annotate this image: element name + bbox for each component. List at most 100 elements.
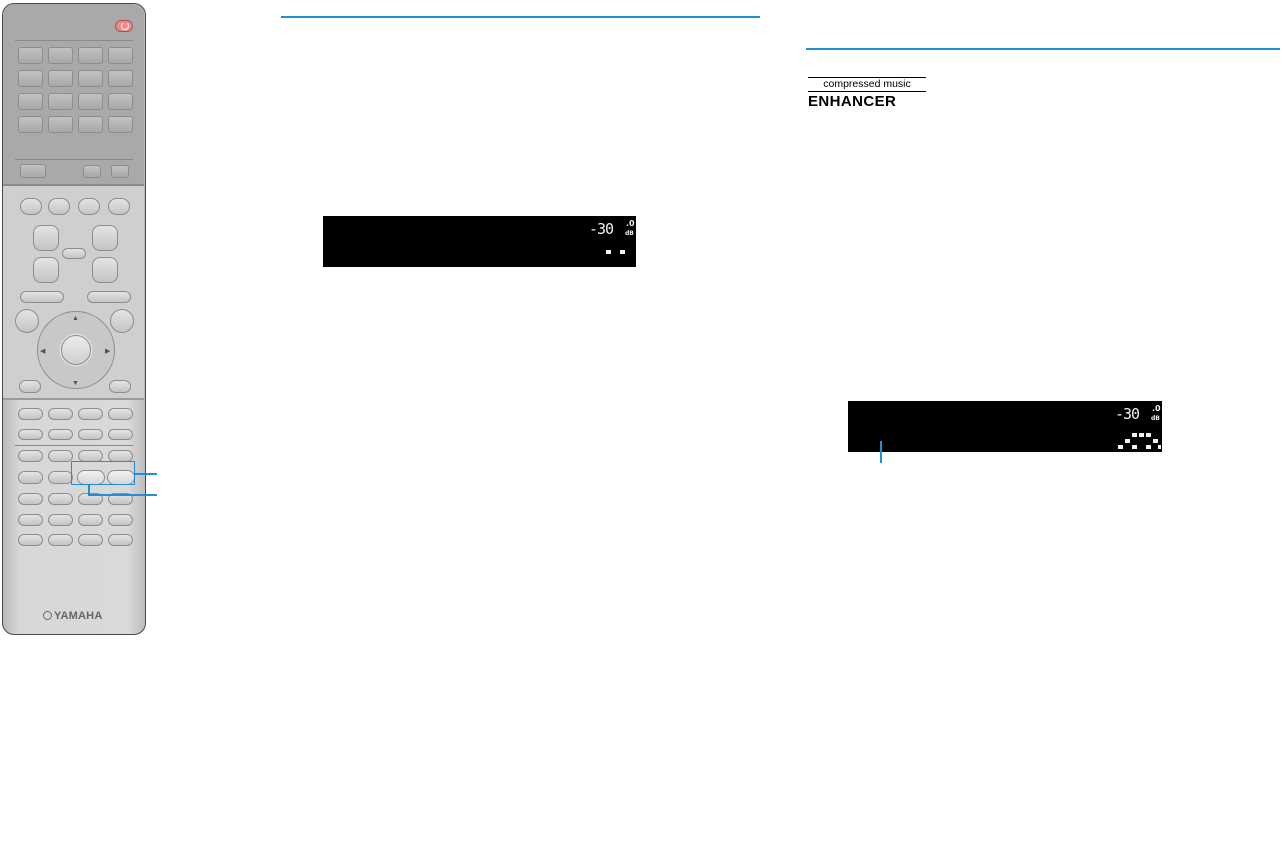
divider bbox=[15, 159, 133, 160]
enhancer-indicator-dot bbox=[1118, 445, 1123, 449]
indicator-dot bbox=[620, 250, 625, 254]
sound-program-button[interactable] bbox=[48, 450, 73, 462]
volume-unit: dB bbox=[1151, 415, 1160, 422]
remote-control: ▲ ▼ ◀ ▶ YAMAHA bbox=[2, 3, 146, 635]
pause-button[interactable] bbox=[78, 408, 103, 420]
callout-line-straight bbox=[134, 473, 157, 475]
transport-button[interactable] bbox=[18, 408, 43, 420]
enhancer-indicator-dot bbox=[1146, 445, 1151, 449]
numeric-button[interactable] bbox=[18, 514, 43, 526]
play-button[interactable] bbox=[108, 408, 133, 420]
cursor-right-icon: ▶ bbox=[105, 348, 111, 355]
mute-button[interactable] bbox=[62, 248, 86, 259]
input-button[interactable] bbox=[78, 93, 103, 110]
volume-unit: dB bbox=[625, 230, 634, 237]
power-button[interactable] bbox=[115, 20, 133, 32]
zone-switch[interactable] bbox=[20, 164, 46, 178]
yamaha-emblem-icon bbox=[43, 611, 52, 620]
volume-readout: -30 bbox=[589, 220, 614, 238]
numeric-button[interactable] bbox=[48, 534, 73, 546]
cursor-up-icon: ▲ bbox=[72, 315, 79, 322]
input-button[interactable] bbox=[78, 47, 103, 64]
return-button[interactable] bbox=[19, 380, 41, 393]
input-button[interactable] bbox=[108, 116, 133, 133]
enhancer-indicator-dot bbox=[1153, 439, 1158, 443]
volume-decimal: .0 bbox=[626, 219, 635, 228]
enhancer-indicator-dot bbox=[1132, 433, 1137, 437]
section-rule-right bbox=[806, 48, 1280, 50]
numeric-button[interactable] bbox=[18, 534, 43, 546]
cursor-down-icon: ▼ bbox=[72, 380, 79, 387]
callout-box bbox=[71, 461, 135, 485]
program-down-button[interactable] bbox=[33, 257, 59, 283]
input-button[interactable] bbox=[18, 47, 43, 64]
top-menu-button[interactable] bbox=[15, 309, 39, 333]
divider bbox=[15, 40, 133, 41]
input-button[interactable] bbox=[18, 93, 43, 110]
enter-button[interactable] bbox=[61, 335, 91, 365]
power-icon bbox=[121, 22, 129, 30]
enhancer-indicator-dot bbox=[1146, 433, 1151, 437]
input-button[interactable] bbox=[48, 93, 73, 110]
scene-button[interactable] bbox=[83, 165, 101, 178]
skip-back-button[interactable] bbox=[78, 429, 103, 440]
scene-button[interactable] bbox=[111, 165, 129, 178]
logo-top-line: compressed music bbox=[808, 77, 926, 92]
numeric-button[interactable] bbox=[18, 493, 43, 505]
input-button[interactable] bbox=[18, 116, 43, 133]
input-button[interactable] bbox=[48, 47, 73, 64]
input-button[interactable] bbox=[108, 70, 133, 87]
front-display-enhancer: -30 .0 dB bbox=[848, 401, 1162, 452]
numeric-button[interactable] bbox=[108, 514, 133, 526]
function-button[interactable] bbox=[48, 198, 70, 215]
setup-button[interactable] bbox=[87, 291, 131, 303]
enhancer-callout-leader bbox=[880, 441, 882, 463]
numeric-button[interactable] bbox=[108, 493, 133, 505]
input-button[interactable] bbox=[108, 47, 133, 64]
volume-up-button[interactable] bbox=[92, 225, 118, 251]
input-button[interactable] bbox=[48, 70, 73, 87]
sound-program-button[interactable] bbox=[18, 471, 43, 484]
numeric-button[interactable] bbox=[78, 514, 103, 526]
cursor-left-icon: ◀ bbox=[40, 348, 46, 355]
numeric-button[interactable] bbox=[48, 493, 73, 505]
divider bbox=[15, 445, 133, 446]
compressed-music-enhancer-logo: compressed music ENHANCER bbox=[808, 77, 928, 111]
numeric-button[interactable] bbox=[48, 514, 73, 526]
numeric-button[interactable] bbox=[78, 493, 103, 505]
enhancer-indicator-dot bbox=[1125, 439, 1130, 443]
input-button[interactable] bbox=[48, 116, 73, 133]
brand-name: YAMAHA bbox=[54, 610, 103, 622]
volume-readout: -30 bbox=[1115, 405, 1140, 423]
yamaha-logo: YAMAHA bbox=[43, 610, 102, 622]
program-up-button[interactable] bbox=[33, 225, 59, 251]
numeric-button[interactable] bbox=[78, 534, 103, 546]
input-button[interactable] bbox=[78, 70, 103, 87]
fast-forward-button[interactable] bbox=[48, 429, 73, 440]
skip-forward-button[interactable] bbox=[108, 429, 133, 440]
input-button[interactable] bbox=[108, 93, 133, 110]
callout-leader bbox=[88, 484, 90, 495]
callout-line-enhancer bbox=[88, 494, 157, 496]
function-button[interactable] bbox=[108, 198, 130, 215]
volume-decimal: .0 bbox=[1152, 404, 1161, 413]
front-display-straight: -30 .0 dB bbox=[323, 216, 636, 267]
enhancer-indicator-dot bbox=[1139, 433, 1144, 437]
volume-down-button[interactable] bbox=[92, 257, 118, 283]
enhancer-indicator-dot bbox=[1132, 445, 1137, 449]
stop-button[interactable] bbox=[48, 408, 73, 420]
function-button[interactable] bbox=[20, 198, 42, 215]
sound-program-button[interactable] bbox=[48, 471, 73, 484]
numeric-button[interactable] bbox=[108, 534, 133, 546]
rewind-button[interactable] bbox=[18, 429, 43, 440]
display-button[interactable] bbox=[109, 380, 131, 393]
function-button[interactable] bbox=[78, 198, 100, 215]
indicator-dot bbox=[606, 250, 611, 254]
input-button[interactable] bbox=[78, 116, 103, 133]
enhancer-indicator-dot bbox=[1158, 445, 1161, 449]
pop-up-menu-button[interactable] bbox=[110, 309, 134, 333]
option-button[interactable] bbox=[20, 291, 64, 303]
input-button[interactable] bbox=[18, 70, 43, 87]
logo-bottom-line: ENHANCER bbox=[808, 93, 897, 110]
sound-program-button[interactable] bbox=[18, 450, 43, 462]
